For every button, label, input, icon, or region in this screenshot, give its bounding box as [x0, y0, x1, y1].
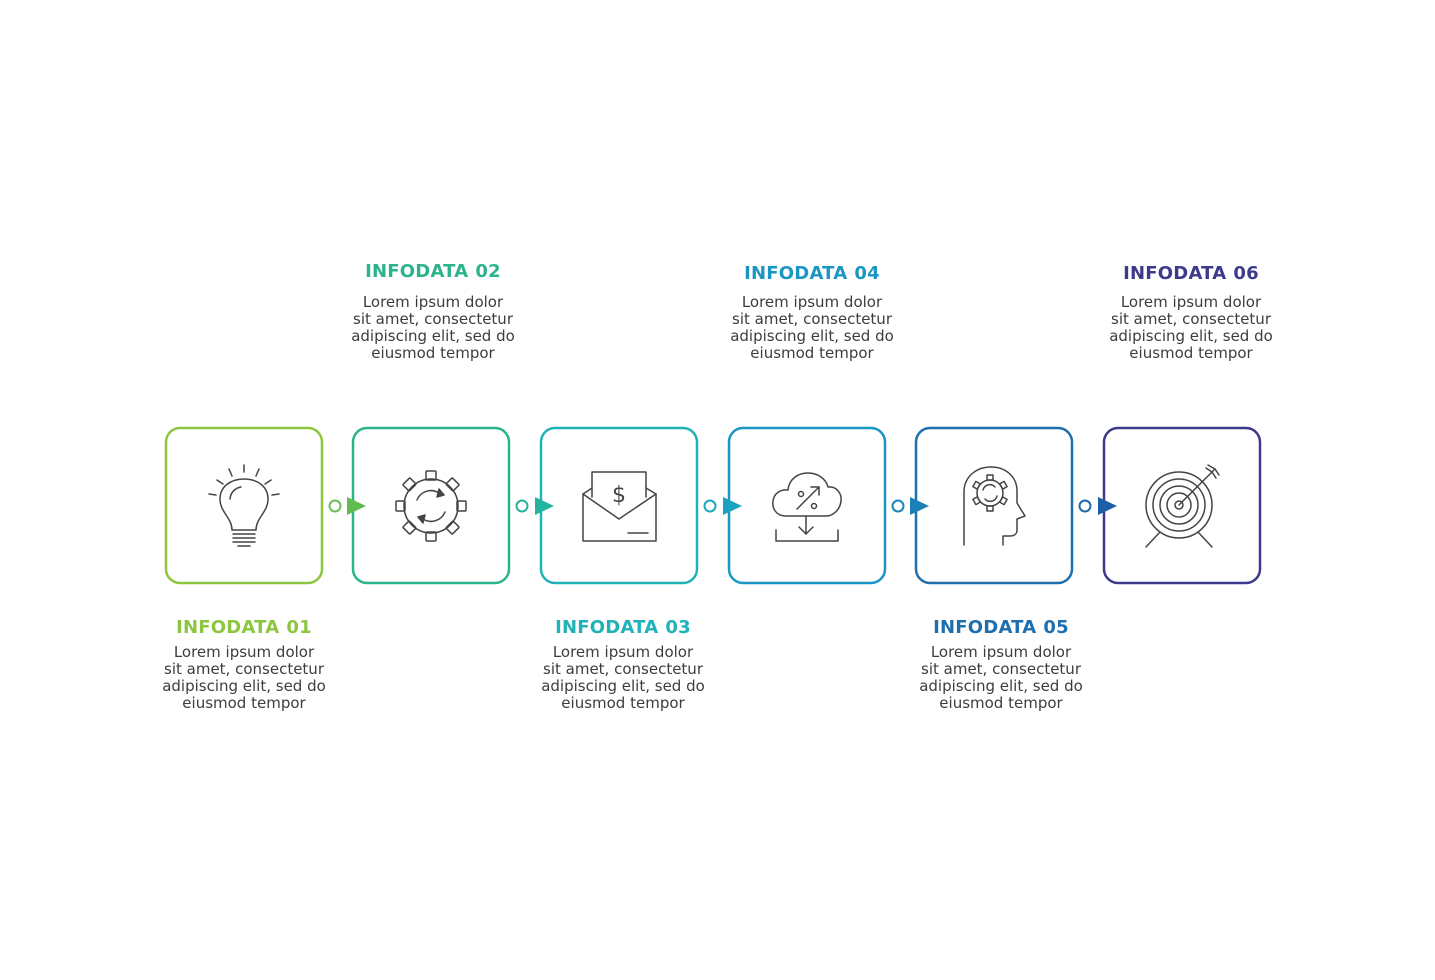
step-number: 02	[475, 261, 501, 282]
connector-04-05	[885, 497, 929, 515]
step-box-06	[1102, 426, 1262, 585]
step-description-02: Lorem ipsum dolor sit amet, consectetur …	[313, 294, 553, 362]
description-line: Lorem ipsum dolor	[741, 293, 883, 311]
step-label: INFODATA	[365, 261, 469, 282]
description-line: Lorem ipsum dolor	[552, 643, 694, 661]
step-title-01: INFODATA 01	[124, 617, 364, 638]
step-box-02	[351, 426, 511, 585]
description-line: sit amet, consectetur	[921, 660, 1081, 678]
description-line: adipiscing elit, sed do	[730, 327, 894, 345]
description-line: Lorem ipsum dolor	[1120, 293, 1262, 311]
step-title-02: INFODATA 02	[313, 261, 553, 282]
step-title-06: INFODATA 06	[1071, 263, 1311, 284]
description-line: Lorem ipsum dolor	[930, 643, 1072, 661]
step-label: INFODATA	[176, 617, 280, 638]
lightbulb-icon	[208, 464, 280, 547]
step-number: 01	[286, 617, 312, 638]
description-line: eiusmod tempor	[371, 344, 495, 362]
svg-text:$: $	[612, 483, 626, 508]
step-number: 06	[1233, 263, 1259, 284]
step-description-01: Lorem ipsum dolor sit amet, consectetur …	[124, 644, 364, 712]
description-line: Lorem ipsum dolor	[173, 643, 315, 661]
description-line: sit amet, consectetur	[353, 310, 513, 328]
description-line: sit amet, consectetur	[543, 660, 703, 678]
step-description-06: Lorem ipsum dolor sit amet, consectetur …	[1071, 294, 1311, 362]
step-box-01	[164, 426, 324, 585]
description-line: adipiscing elit, sed do	[351, 327, 515, 345]
description-line: sit amet, consectetur	[1111, 310, 1271, 328]
step-number: 04	[854, 263, 880, 284]
description-line: eiusmod tempor	[1129, 344, 1253, 362]
connector-02-03	[509, 497, 554, 515]
step-title-05: INFODATA 05	[881, 617, 1121, 638]
description-line: adipiscing elit, sed do	[162, 677, 326, 695]
money-envelope-icon: $	[582, 471, 657, 542]
step-description-05: Lorem ipsum dolor sit amet, consectetur …	[881, 644, 1121, 712]
cloud-percent-icon	[772, 472, 842, 542]
connector-05-06	[1072, 497, 1117, 515]
description-line: eiusmod tempor	[939, 694, 1063, 712]
step-label: INFODATA	[555, 617, 659, 638]
step-title-03: INFODATA 03	[503, 617, 743, 638]
description-line: eiusmod tempor	[561, 694, 685, 712]
description-line: adipiscing elit, sed do	[541, 677, 705, 695]
step-number: 05	[1043, 617, 1069, 638]
description-line: adipiscing elit, sed do	[1109, 327, 1273, 345]
step-box-04	[727, 426, 887, 585]
description-line: adipiscing elit, sed do	[919, 677, 1083, 695]
head-gear-icon	[963, 466, 1026, 546]
step-label: INFODATA	[1123, 263, 1227, 284]
target-arrow-icon	[1145, 464, 1220, 548]
gear-icon	[395, 470, 467, 542]
connector-03-04	[697, 497, 742, 515]
description-line: sit amet, consectetur	[164, 660, 324, 678]
connector-01-02	[322, 497, 366, 515]
description-line: sit amet, consectetur	[732, 310, 892, 328]
step-description-03: Lorem ipsum dolor sit amet, consectetur …	[503, 644, 743, 712]
description-line: Lorem ipsum dolor	[362, 293, 504, 311]
description-line: eiusmod tempor	[750, 344, 874, 362]
step-label: INFODATA	[933, 617, 1037, 638]
step-title-04: INFODATA 04	[692, 263, 932, 284]
step-label: INFODATA	[744, 263, 848, 284]
description-line: eiusmod tempor	[182, 694, 306, 712]
step-number: 03	[665, 617, 691, 638]
step-description-04: Lorem ipsum dolor sit amet, consectetur …	[692, 294, 932, 362]
